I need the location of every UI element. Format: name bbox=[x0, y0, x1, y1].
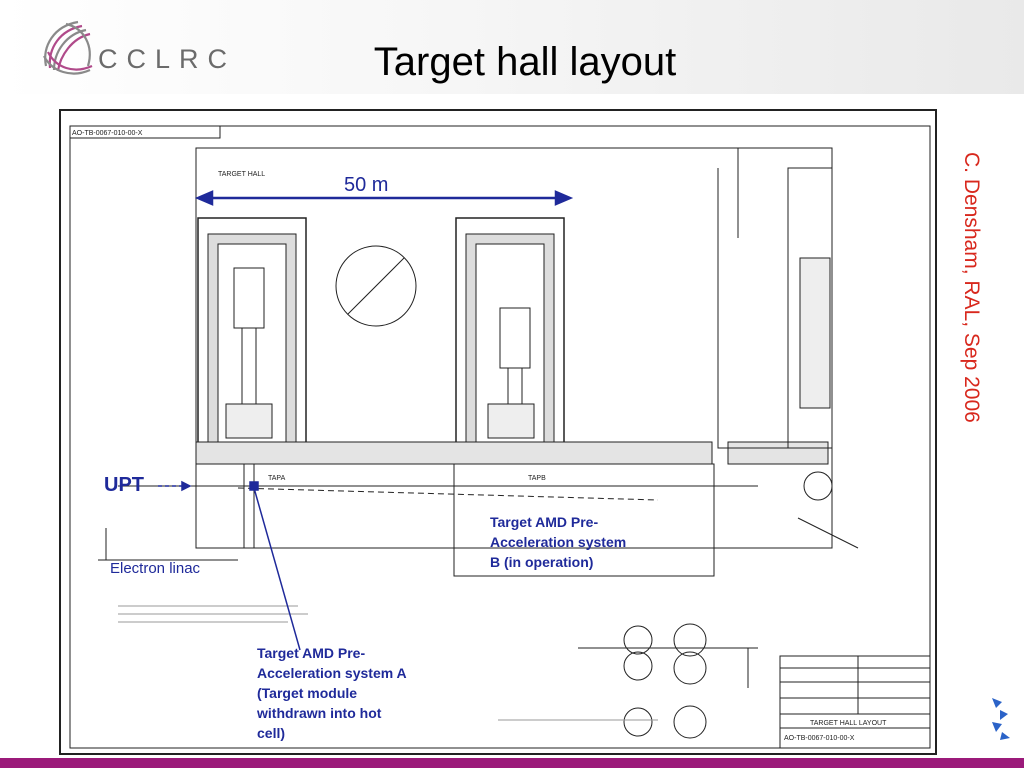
drawing-number: AO-TB-0067-010-00-X bbox=[784, 735, 855, 742]
callout-b-line: Acceleration system bbox=[490, 534, 627, 550]
target-hall-label: TARGET HALL bbox=[218, 171, 265, 178]
dimension-label: 50 m bbox=[344, 174, 389, 196]
callout-system-b: Target AMD Pre- Acceleration system B (i… bbox=[490, 512, 680, 572]
target-hall-drawing: TAPA TAPB TARGET HALL TARGET HALL LAYOUT… bbox=[59, 109, 937, 755]
footer-bar bbox=[0, 758, 1024, 768]
callout-a-line: (Target module bbox=[257, 685, 358, 701]
callout-a-line: withdrawn into hot bbox=[257, 705, 382, 721]
tapa-label: TAPA bbox=[268, 475, 286, 482]
upt-label: UPT bbox=[104, 474, 144, 496]
navigation-icon[interactable] bbox=[988, 694, 1012, 744]
page-title: Target hall layout bbox=[373, 40, 677, 84]
callout-a-line: cell) bbox=[257, 725, 286, 741]
logo-wordmark: CCLRC bbox=[98, 44, 237, 74]
callout-b-line: Target AMD Pre- bbox=[490, 514, 599, 530]
callout-b-line: B (in operation) bbox=[490, 554, 594, 570]
tapb-label: TAPB bbox=[528, 475, 546, 482]
author-text: C. Densham, RAL, Sep 2006 bbox=[960, 152, 983, 423]
electron-linac-label: Electron linac bbox=[110, 560, 201, 577]
callout-a-line: Target AMD Pre- bbox=[257, 645, 366, 661]
title-block-label: TARGET HALL LAYOUT bbox=[810, 720, 887, 727]
callout-a-line: Acceleration system A bbox=[257, 665, 407, 681]
slide-header: CCLRC Target hall layout bbox=[0, 0, 1024, 94]
drawing-number-top: AO-TB-0067-010-00-X bbox=[72, 130, 143, 137]
callout-system-a: Target AMD Pre- Acceleration system A (T… bbox=[257, 643, 457, 743]
cclrc-logo-icon bbox=[43, 20, 93, 75]
